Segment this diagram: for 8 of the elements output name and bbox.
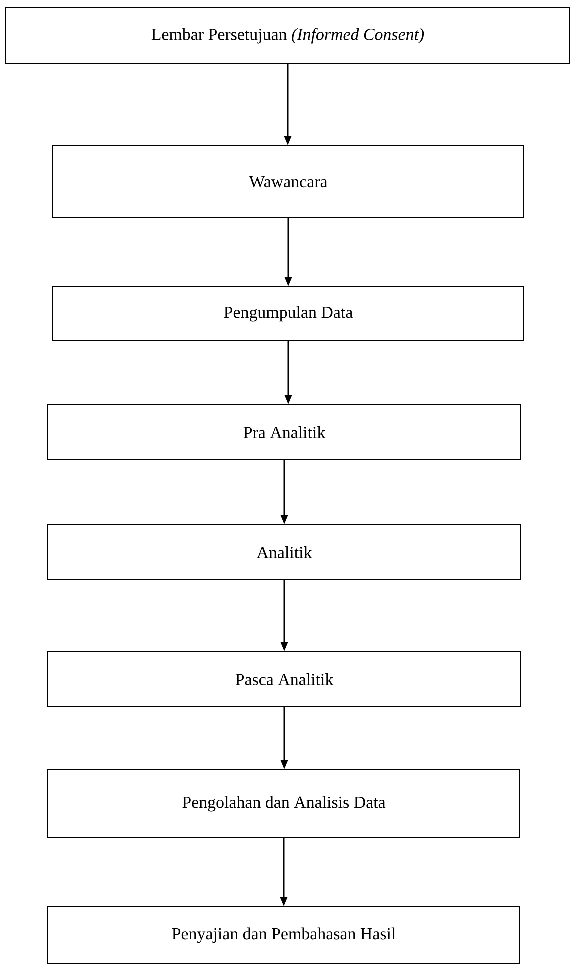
process-box: Analitik bbox=[48, 524, 522, 580]
process-box: Wawancara bbox=[52, 146, 524, 218]
process-box: Pengolahan dan Analisis Data bbox=[48, 770, 520, 838]
process-box: Pra Analitik bbox=[48, 404, 522, 460]
process-box: Penyajian dan Pembahasan Hasil bbox=[48, 906, 520, 964]
process-box: Lembar Persetujuan (Informed Consent) bbox=[6, 8, 570, 64]
process-box: Pengumpulan Data bbox=[52, 286, 524, 342]
process-box: Pasca Analitik bbox=[48, 652, 522, 708]
